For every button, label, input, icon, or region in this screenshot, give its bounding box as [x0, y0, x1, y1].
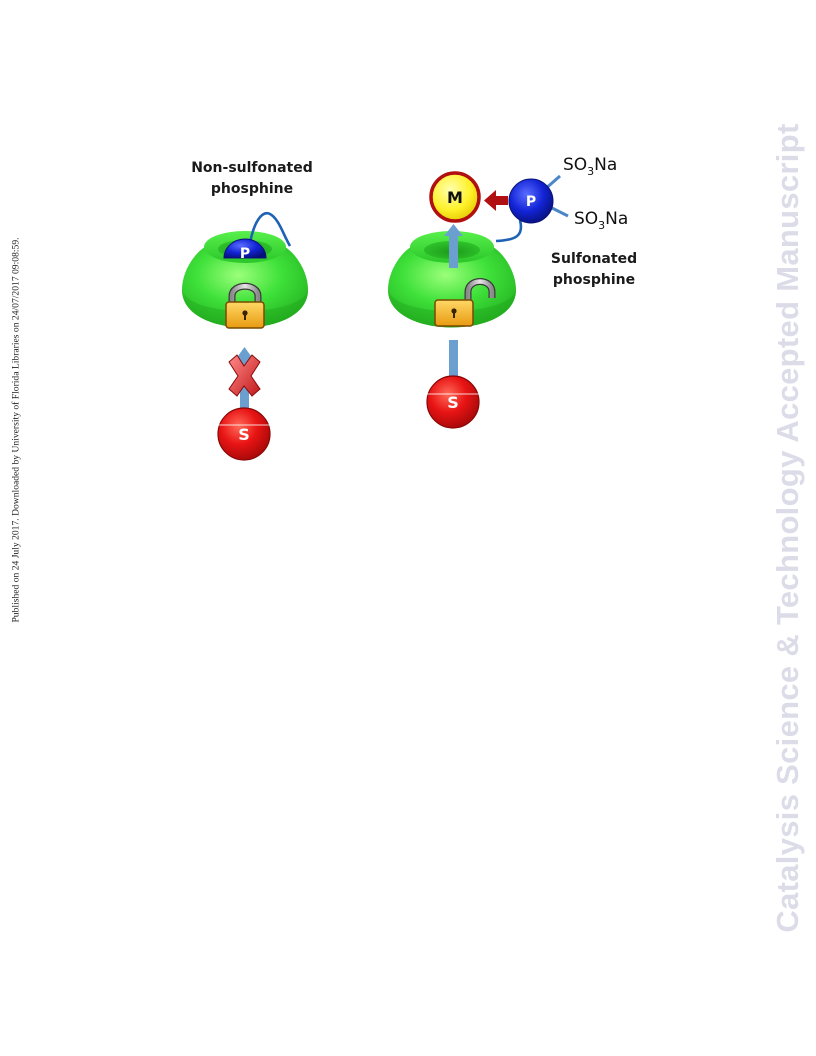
right-phosphine-icon: P — [508, 178, 554, 224]
metal-symbol: M — [447, 188, 463, 207]
left-substrate-symbol: S — [238, 425, 250, 444]
lock-closed-icon — [225, 282, 265, 329]
right-arrow-head-icon — [444, 224, 463, 236]
left-phosphine-symbol: P — [240, 246, 250, 262]
right-phosphine-symbol: P — [526, 194, 536, 210]
right-arrow-shaft-upper — [449, 234, 458, 268]
right-label-line2: phosphine — [553, 272, 635, 288]
sulfonate-group-bottom: SO3Na — [574, 209, 628, 232]
right-linker-icon — [495, 219, 523, 243]
left-label-line1: Non-sulfonated — [191, 160, 313, 176]
right-arrow-shaft-lower — [449, 340, 458, 378]
right-substrate-symbol: S — [447, 393, 459, 412]
right-substrate-icon: S — [426, 375, 480, 429]
metal-icon: M — [429, 171, 481, 223]
left-linker-icon — [248, 211, 292, 247]
lock-open-icon — [434, 278, 496, 327]
left-label-line2: phosphine — [211, 181, 293, 197]
coordination-arrow-icon — [484, 190, 508, 211]
right-label-line1: Sulfonated — [551, 251, 637, 267]
left-panel: Non-sulfonated phosphine P — [182, 160, 313, 461]
sulfonate-group-top: SO3Na — [563, 155, 617, 178]
right-panel: S M P SO3Na SO3Na — [388, 155, 637, 429]
left-substrate-icon: S — [217, 407, 271, 461]
blocked-x-icon — [228, 354, 261, 397]
left-phosphine-icon: P — [223, 238, 267, 262]
